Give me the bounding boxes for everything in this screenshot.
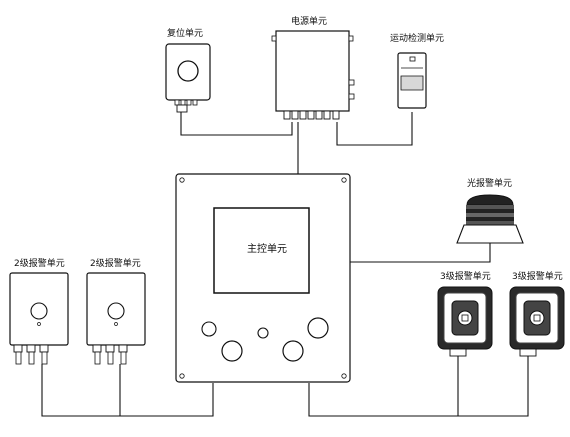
light-alarm-unit-label: 光报警单元 bbox=[467, 177, 512, 189]
wire-level2a-to-main bbox=[41, 364, 214, 417]
control-knob-icon bbox=[221, 340, 243, 362]
power-terminal-connectors-icon bbox=[283, 110, 340, 120]
alarm-level2-a-connectors-icon bbox=[13, 344, 49, 365]
motion-detect-unit-label: 运动检测单元 bbox=[390, 32, 444, 44]
alarm-level3-b-connector-icon bbox=[519, 348, 537, 357]
screw-icon bbox=[179, 177, 185, 183]
alarm-button-icon bbox=[30, 302, 48, 320]
wire-power-to-motion bbox=[336, 112, 413, 146]
indicator-light-icon bbox=[257, 327, 269, 339]
control-knob-icon bbox=[282, 340, 304, 362]
alarm-level2-b-connectors-icon bbox=[92, 344, 128, 365]
alarm-button-icon bbox=[107, 302, 125, 320]
alarm-level2-unit-b: 2级报警单元 bbox=[86, 257, 146, 365]
indicator-light-icon bbox=[201, 321, 217, 337]
alarm-level3-unit-a: 3级报警单元 bbox=[437, 270, 493, 357]
alarm-level3-b-label: 3级报警单元 bbox=[512, 270, 563, 282]
wire-reset-to-power bbox=[180, 112, 293, 136]
main-display-screen bbox=[213, 207, 310, 294]
control-knob-icon bbox=[307, 317, 329, 339]
wiring bbox=[41, 112, 529, 417]
alarm-level3-unit-b: 3级报警单元 bbox=[509, 270, 565, 357]
power-unit-label: 电源单元 bbox=[291, 15, 327, 27]
motion-detect-unit: 运动检测单元 bbox=[390, 32, 444, 109]
alarm-level3-a-connector-icon bbox=[449, 348, 467, 357]
screw-icon bbox=[179, 373, 185, 379]
power-side-connector-icon bbox=[348, 79, 355, 86]
reset-unit: 复位单元 bbox=[165, 27, 211, 113]
alarm-level2-b-label: 2级报警单元 bbox=[90, 257, 141, 269]
alarm-level2-a-label: 2级报警单元 bbox=[14, 257, 65, 269]
reset-connector-icon bbox=[176, 104, 188, 113]
wire-main-to-light bbox=[350, 243, 491, 263]
screw-icon bbox=[341, 177, 347, 183]
main-control-unit-label: 主控单元 bbox=[247, 242, 287, 255]
power-side-connector-icon bbox=[348, 93, 355, 100]
power-unit: 电源单元 bbox=[271, 15, 355, 120]
wire-main-to-level3b bbox=[308, 356, 529, 417]
power-unit-box bbox=[275, 30, 350, 112]
alarm-level3-a-label: 3级报警单元 bbox=[440, 270, 491, 282]
beacon-light-icon bbox=[456, 194, 524, 244]
screw-icon bbox=[341, 373, 347, 379]
reset-unit-label: 复位单元 bbox=[167, 27, 203, 39]
reset-button-icon bbox=[177, 60, 199, 82]
light-alarm-unit: 光报警单元 bbox=[456, 177, 524, 244]
alarm-level2-unit-a: 2级报警单元 bbox=[9, 257, 69, 365]
motion-sensor-window-icon bbox=[400, 75, 424, 91]
main-control-unit: 主控单元 bbox=[175, 173, 351, 383]
